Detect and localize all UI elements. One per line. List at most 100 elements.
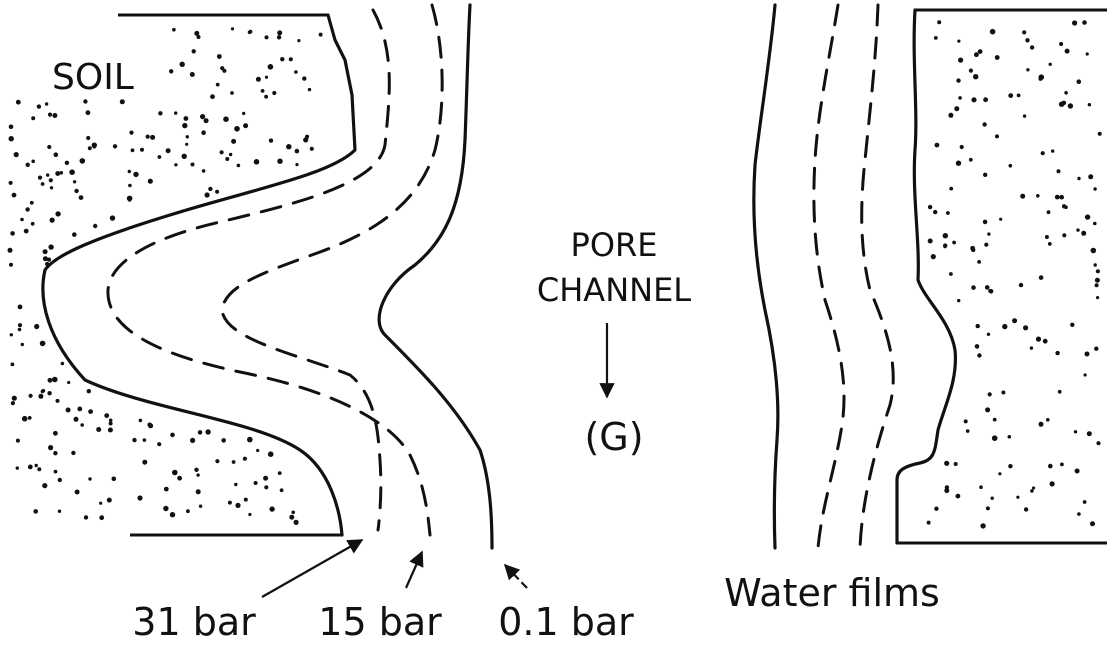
soil-dot: [33, 509, 38, 514]
soil-dot: [172, 27, 176, 32]
soil-dot: [973, 74, 979, 80]
soil-dot: [1042, 338, 1048, 344]
soil-dot: [227, 500, 232, 505]
soil-dot: [191, 49, 196, 54]
soil-dot: [1074, 468, 1080, 474]
soil-dot: [1059, 42, 1064, 46]
soil-dot: [937, 20, 942, 25]
soil-dot: [138, 418, 143, 423]
soil-dot: [988, 289, 994, 294]
soil-dot: [303, 137, 309, 143]
soil-dot: [279, 488, 284, 493]
soil-dot: [953, 462, 958, 466]
left-soil-surface: [41, 13, 357, 537]
soil-dot: [42, 249, 48, 255]
soil-dot: [140, 147, 144, 152]
soil-dot: [1077, 176, 1081, 181]
soil-dot: [165, 148, 171, 154]
tension-31bar-label: 31 bar: [132, 600, 256, 644]
soil-dot: [242, 456, 247, 461]
soil-dot: [255, 76, 261, 82]
soil-dot: [946, 211, 950, 215]
soil-dot: [190, 437, 196, 443]
soil-dot: [74, 188, 79, 194]
soil-dot: [1081, 230, 1087, 236]
soil-dot: [196, 35, 201, 39]
soil-dot: [1046, 418, 1050, 422]
soil-dot: [1035, 336, 1042, 342]
soil-dot: [1046, 210, 1051, 215]
soil-dot: [280, 57, 285, 62]
soil-dot: [96, 427, 102, 432]
soil-dot: [264, 35, 269, 40]
arrow-15bar: [404, 550, 424, 589]
soil-dot: [109, 215, 116, 221]
soil-dot: [53, 430, 58, 436]
soil-dot: [286, 144, 292, 150]
soil-dot: [177, 475, 183, 481]
soil-dot: [228, 152, 233, 157]
soil-dot: [67, 380, 71, 385]
soil-dot: [1008, 163, 1013, 168]
soil-dot: [990, 496, 994, 500]
soil-dot: [991, 435, 998, 442]
soil-dot: [1085, 52, 1089, 56]
soil-dot: [119, 99, 125, 105]
soil-dot: [1048, 463, 1053, 469]
soil-dot: [201, 169, 206, 173]
soil-dot: [949, 186, 954, 191]
film-line-01bar-left: [377, 3, 494, 550]
soil-dot: [133, 171, 139, 178]
soil-dot: [1040, 151, 1045, 156]
soil-dot: [36, 104, 42, 109]
soil-dot: [53, 451, 58, 456]
left-soil-stipple: [7, 27, 323, 526]
soil-dot: [1036, 194, 1040, 198]
soil-dot: [294, 70, 298, 74]
soil-dot: [1008, 93, 1014, 98]
soil-dot: [157, 442, 162, 447]
soil-dot: [49, 186, 54, 190]
film-line-15bar-left: [106, 8, 432, 537]
soil-dot: [1055, 350, 1060, 356]
soil-dot: [974, 52, 979, 58]
soil-dot: [215, 82, 220, 87]
soil-dot: [985, 407, 991, 413]
soil-dot: [982, 122, 987, 127]
soil-dot: [185, 142, 189, 146]
soil-dot: [1008, 464, 1013, 469]
soil-dot: [956, 78, 961, 83]
soil-dot: [1038, 74, 1045, 80]
soil-dot: [20, 217, 24, 222]
soil-dot: [1097, 131, 1102, 136]
soil-dot: [957, 298, 961, 303]
soil-dot: [289, 514, 295, 520]
soil-dot: [934, 506, 939, 511]
soil-dot: [1012, 318, 1018, 324]
soil-dot: [264, 75, 269, 79]
soil-label: SOIL: [52, 57, 134, 98]
soil-dot: [194, 467, 199, 472]
soil-dot: [198, 504, 203, 508]
soil-dot: [1064, 91, 1068, 95]
soil-dot: [288, 57, 293, 62]
soil-dot: [958, 96, 962, 100]
soil-dot: [130, 148, 135, 153]
soil-dot: [215, 189, 220, 194]
soil-dot: [127, 169, 131, 174]
soil-dot: [147, 178, 153, 184]
soil-dot: [11, 395, 17, 401]
soil-dot: [38, 393, 44, 399]
soil-dot: [99, 501, 103, 505]
soil-dot: [221, 438, 226, 443]
soil-dot: [83, 99, 88, 104]
soil-dot: [196, 473, 200, 477]
soil-dot: [944, 485, 950, 490]
soil-dot: [108, 418, 113, 423]
soil-dot: [78, 195, 84, 201]
soil-dot: [983, 97, 988, 103]
soil-dot: [1038, 275, 1044, 280]
soil-dot: [234, 126, 240, 132]
soil-dot: [42, 483, 48, 489]
soil-dot: [1061, 204, 1067, 209]
